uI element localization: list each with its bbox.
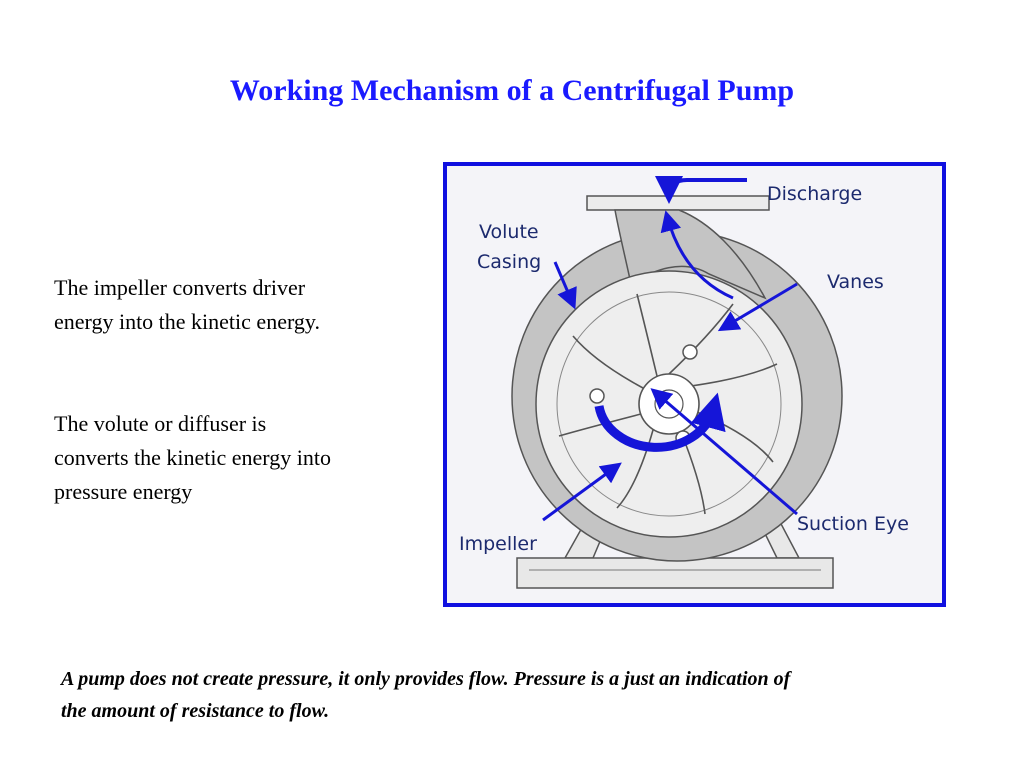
pump-diagram: Discharge Volute Casing Vanes Impeller S…: [443, 162, 946, 607]
rotation-arrow: [594, 392, 726, 452]
label-suction-eye: Suction Eye: [797, 513, 909, 535]
label-discharge: Discharge: [767, 183, 862, 205]
diagram-labels: Discharge Volute Casing Vanes Impeller S…: [459, 183, 909, 555]
volute-pointer-arrow: [553, 261, 577, 310]
discharge-curve-arrow: [660, 210, 734, 300]
suction-eye-pointer-arrow: [650, 388, 798, 516]
slide-title: Working Mechanism of a Centrifugal Pump: [229, 74, 795, 107]
label-volute: Volute: [479, 221, 539, 243]
label-casing: Casing: [477, 251, 541, 273]
pump-diagram-svg: Discharge Volute Casing Vanes Impeller S…: [459, 175, 909, 589]
footnote: A pump does not create pressure, it only…: [61, 668, 791, 722]
discharge-flange: [586, 195, 770, 211]
label-vanes: Vanes: [827, 271, 884, 293]
vanes-pointer-arrow: [717, 282, 798, 332]
discharge-flow-arrow: [655, 175, 747, 204]
impeller-description: The impeller converts driver energy into…: [54, 275, 320, 334]
volute-description: The volute or diffuser is converts the k…: [54, 411, 331, 504]
label-impeller: Impeller: [459, 533, 537, 555]
impeller-pointer-arrow: [542, 462, 622, 522]
flow-arrows: [542, 175, 798, 522]
